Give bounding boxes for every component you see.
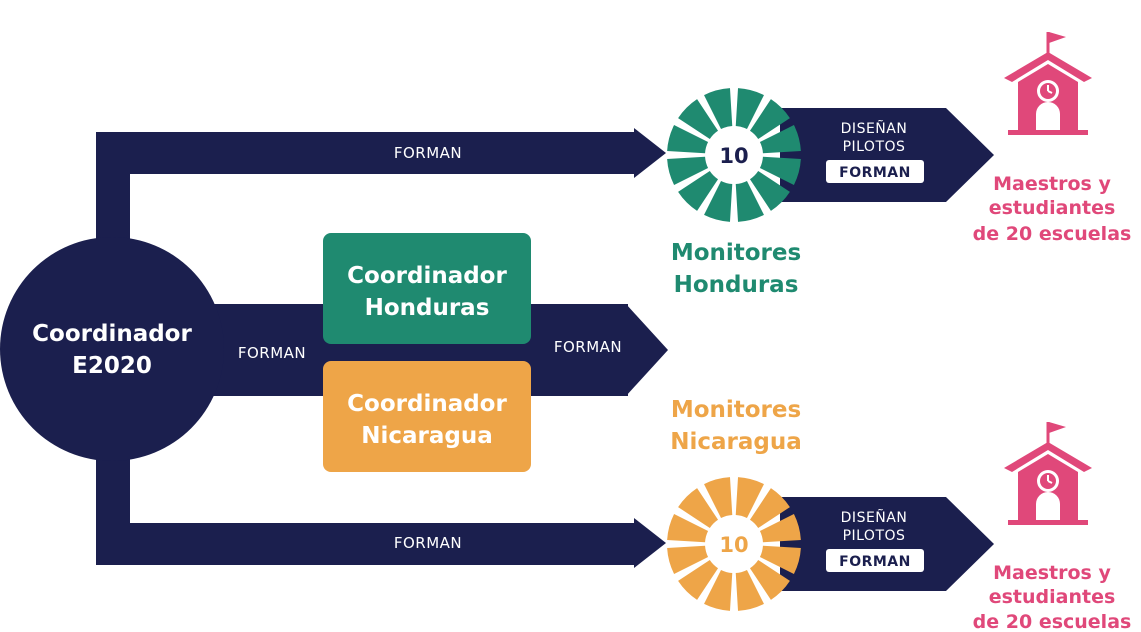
flow-label-middle-right: FORMAN — [554, 338, 622, 356]
school-icon — [1004, 32, 1092, 135]
monitors-honduras-segment-5 — [749, 170, 790, 211]
action-top-line1: DISEÑAN — [841, 120, 908, 137]
monitors-nicaragua-segment-5 — [749, 559, 790, 600]
coordinator-e2020-line1: Coordinador — [32, 321, 192, 347]
monitors-nicaragua-segment-1 — [735, 477, 764, 519]
action-bottom-line1: DISEÑAN — [841, 509, 908, 526]
monitors-nicaragua-segments — [667, 477, 801, 611]
flow-label-bottom: FORMAN — [394, 534, 462, 552]
action-top-line2: PILOTOS — [843, 139, 906, 155]
monitors-honduras-segment-1 — [735, 88, 764, 130]
monitors-nicaragua-segment-9 — [667, 545, 709, 574]
monitors-honduras-count: 10 — [719, 144, 748, 168]
monitors-nicaragua-segment-3 — [759, 514, 801, 543]
monitors-nicaragua-segment-12 — [704, 477, 733, 519]
destination-bottom-line2: estudiantes — [989, 586, 1116, 608]
monitors-nicaragua-count: 10 — [719, 533, 748, 557]
monitors-honduras-segment-2 — [749, 99, 790, 140]
monitors-honduras-segments — [667, 88, 801, 222]
destination-top-line1: Maestros y — [993, 173, 1111, 195]
coordinator-honduras-box: Coordinador Honduras — [323, 233, 531, 344]
coordinator-nicaragua-box: Coordinador Nicaragua — [323, 361, 531, 472]
monitors-honduras-segment-6 — [735, 180, 764, 222]
connector-lines — [96, 128, 668, 568]
monitors-honduras-segment-3 — [759, 125, 801, 154]
action-arrow-bottom: DISEÑAN PILOTOS FORMAN — [780, 497, 994, 591]
monitors-honduras-segment-7 — [704, 180, 733, 222]
monitors-honduras-segment-9 — [667, 156, 709, 185]
coordinator-honduras-line1: Coordinador — [347, 263, 507, 289]
monitors-nicaragua-line2: Nicaragua — [670, 429, 802, 455]
destination-top-line2: estudiantes — [989, 197, 1116, 219]
middle-arrow-head — [626, 304, 668, 396]
monitors-nicaragua-line1: Monitores — [671, 397, 801, 423]
monitors-nicaragua-wheel: 10 — [667, 477, 801, 611]
action-top-tag — [826, 160, 924, 183]
action-arrow-top: DISEÑAN PILOTOS FORMAN — [780, 108, 994, 202]
flow-label-middle-left: FORMAN — [238, 344, 306, 362]
action-top-tag-label: FORMAN — [839, 165, 911, 181]
destination-bottom-line3: de 20 escuelas — [973, 611, 1132, 632]
monitors-nicaragua-segment-11 — [678, 488, 719, 529]
monitors-nicaragua-center — [709, 519, 759, 569]
monitors-honduras-segment-4 — [759, 156, 801, 185]
coordinator-honduras-line2: Honduras — [365, 295, 490, 321]
top-branch-horizontal — [96, 132, 636, 174]
monitors-honduras-line2: Honduras — [674, 272, 799, 298]
action-bottom-line2: PILOTOS — [843, 528, 906, 544]
school-icon-bottom — [1004, 422, 1092, 525]
coordinator-e2020-line2: E2020 — [72, 353, 152, 379]
flow-label-top: FORMAN — [394, 144, 462, 162]
monitors-nicaragua-segment-10 — [667, 514, 709, 543]
monitors-nicaragua-segment-7 — [704, 569, 733, 611]
monitors-nicaragua-segment-6 — [735, 569, 764, 611]
monitors-honduras-wheel: 10 — [667, 88, 801, 222]
monitors-nicaragua-segment-2 — [749, 488, 790, 529]
coordinator-e2020-circle — [0, 237, 224, 461]
monitors-nicaragua-segment-4 — [759, 545, 801, 574]
monitors-nicaragua-segment-8 — [678, 559, 719, 600]
monitors-honduras-center — [709, 130, 759, 180]
monitors-honduras-segment-12 — [704, 88, 733, 130]
monitors-honduras-segment-8 — [678, 170, 719, 211]
coordinator-nicaragua-line2: Nicaragua — [361, 423, 493, 449]
monitors-honduras-line1: Monitores — [671, 240, 801, 266]
destination-top-line3: de 20 escuelas — [973, 223, 1132, 245]
action-bottom-tag — [826, 549, 924, 572]
bottom-branch-horizontal — [96, 523, 636, 565]
coordinator-nicaragua-line1: Coordinador — [347, 391, 507, 417]
bottom-arrow-head — [634, 518, 666, 568]
destination-bottom-line1: Maestros y — [993, 562, 1111, 584]
monitors-honduras-segment-10 — [667, 125, 709, 154]
action-bottom-tag-label: FORMAN — [839, 554, 911, 570]
top-arrow-head — [634, 128, 666, 178]
monitors-honduras-segment-11 — [678, 99, 719, 140]
